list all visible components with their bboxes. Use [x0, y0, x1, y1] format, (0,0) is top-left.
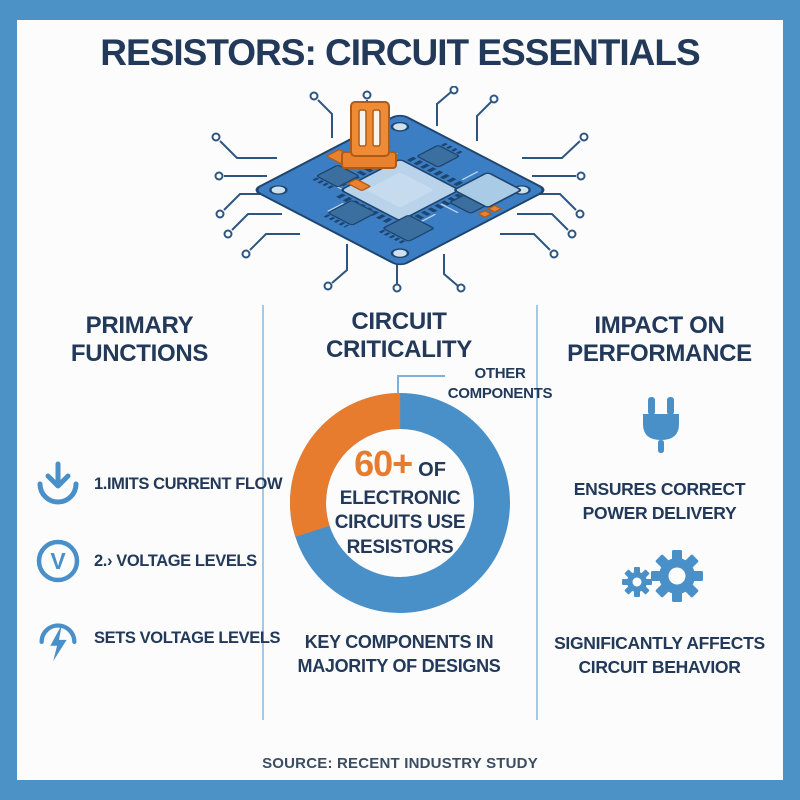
- small-gear: [622, 567, 652, 597]
- donut-center-label: 60+OF ELECTRONIC CIRCUITS USE RESISTORS: [290, 393, 510, 613]
- lightning-bolt-icon: [39, 623, 77, 662]
- download-arrow-icon: [37, 461, 79, 505]
- circuit-board-illustration: [211, 86, 589, 293]
- large-pad: [454, 172, 522, 208]
- donut-chart: [290, 393, 510, 613]
- power-plug-icon: [643, 397, 679, 453]
- stat-value: 60+: [354, 443, 413, 485]
- pcb-board: [255, 114, 545, 266]
- impact-performance-header: IMPACT ON PERFORMANCE: [567, 312, 752, 368]
- trace-nodes: [211, 86, 589, 293]
- function-item-label: 2.› VOLTAGE LEVELS: [94, 551, 257, 570]
- page-title: RESISTORS: CIRCUIT ESSENTIALS: [100, 32, 700, 73]
- column-divider-right: [536, 305, 538, 720]
- callout-label: OTHER COMPONENTS: [447, 365, 553, 402]
- mounting-holes: [269, 121, 531, 259]
- column-divider-left: [262, 305, 264, 720]
- primary-functions-header: PRIMARY FUNCTIONS: [70, 312, 209, 368]
- source-note: SOURCE: RECENT INDUSTRY STUDY: [262, 755, 538, 772]
- circuit-criticality-header: CIRCUIT CRITICALITY: [325, 308, 473, 364]
- svg-text:V: V: [50, 548, 66, 574]
- infographic-panel: RESISTORS: CIRCUIT ESSENTIALS: [17, 20, 783, 780]
- function-item-voltage-levels: V 2.› VOLTAGE LEVELS: [35, 538, 265, 584]
- callout-connector-line: [397, 375, 445, 393]
- large-gear: [651, 550, 703, 602]
- function-item-label: 1.IMITS CURRENT FLOW: [94, 474, 283, 493]
- orange-connector: [341, 101, 397, 169]
- function-item-limits-current: 1.IMITS CURRENT FLOW: [35, 460, 283, 508]
- stat-suffix: OF: [418, 459, 446, 482]
- donut-segment-other: [290, 393, 510, 613]
- voltage-v-icon: V: [36, 539, 80, 583]
- impact-item-label: ENSURES CORRECT POWER DELIVERY: [573, 479, 746, 523]
- ic-chips: [316, 145, 492, 242]
- gears-icon: [622, 550, 703, 602]
- function-item-sets-voltage: SETS VOLTAGE LEVELS: [35, 613, 281, 663]
- function-item-label: SETS VOLTAGE LEVELS: [94, 628, 281, 647]
- criticality-caption: KEY COMPONENTS IN MAJORITY OF DESIGNS: [297, 632, 501, 677]
- impact-item-label: SIGNIFICANTLY AFFECTS CIRCUIT BEHAVIOR: [554, 633, 765, 677]
- stat-description: ELECTRONIC CIRCUITS USE RESISTORS: [334, 488, 466, 558]
